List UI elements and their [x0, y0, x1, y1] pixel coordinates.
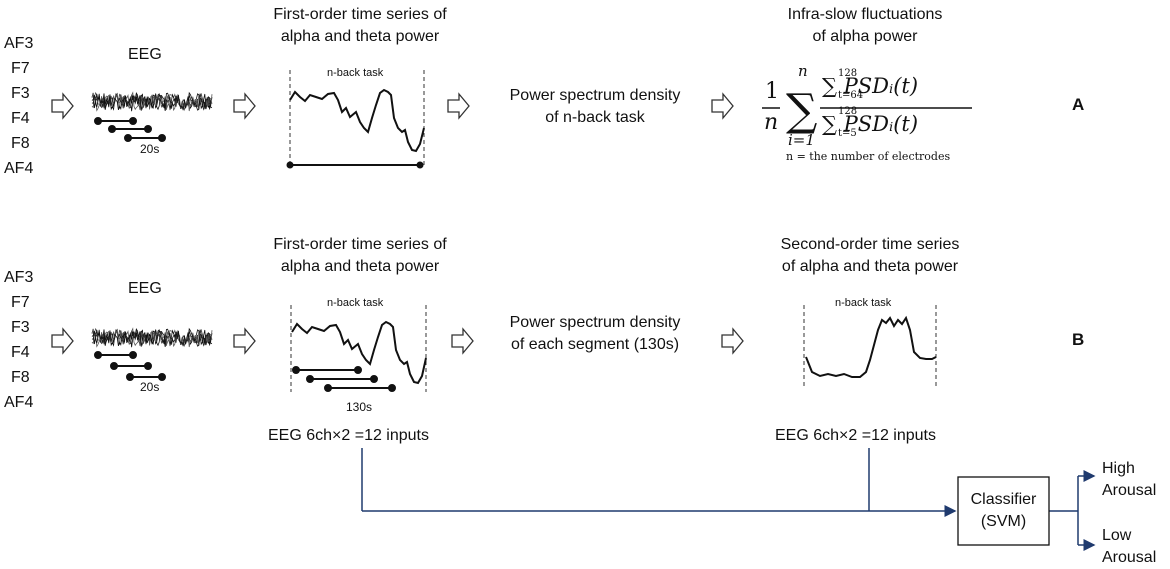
channel-label: F3: [11, 319, 30, 336]
channel-list-b: AF3 F7 F3 F4 F8 AF4: [4, 265, 33, 415]
window-duration-label: 20s: [140, 142, 160, 156]
eeg-trace-line: [91, 327, 213, 348]
panel-label-a: A: [1072, 95, 1085, 114]
formula-one: 1: [765, 79, 779, 104]
nback-label: n-back task: [327, 67, 384, 79]
formula-note: n = the number of electrodes: [786, 150, 951, 163]
flow-arrow-icon: [451, 327, 474, 355]
eeg-signal-trace: [91, 91, 213, 112]
formula-sum-lower: i=1: [788, 131, 815, 149]
channel-label: F8: [11, 135, 30, 152]
formula-numerator: ∑ PSDᵢ(t): [822, 74, 919, 98]
formula-den-upper: 128: [838, 106, 858, 117]
summation-sigma-icon: ∑: [786, 85, 817, 136]
formula-sum-upper: n: [798, 62, 808, 80]
formula-den-lower: t=5: [838, 128, 857, 139]
flow-arrow-icon: [51, 327, 74, 355]
channel-label: F8: [11, 369, 30, 386]
channel-label: F7: [11, 294, 30, 311]
nback-label: n-back task: [327, 297, 384, 309]
classifier-box: [957, 476, 1050, 546]
flow-arrow-icon: [233, 92, 256, 120]
psd-title: Power spectrum density of n-back task: [509, 87, 681, 126]
output-high-arousal: High Arousal: [1102, 460, 1157, 499]
sliding-window-markers: [94, 117, 166, 142]
channel-label: AF3: [4, 269, 34, 286]
classifier-connectors: [361, 448, 1096, 551]
flow-arrow-icon: [447, 92, 470, 120]
sliding-window-markers: [94, 351, 166, 381]
first-order-series-plot: [286, 70, 425, 169]
eeg-title: EEG: [128, 46, 162, 63]
flow-arrow-icon: [721, 327, 744, 355]
inputs-label: EEG 6ch×2 =12 inputs: [775, 427, 936, 444]
channel-label: F7: [11, 60, 30, 77]
first-order-series-plot: [290, 305, 427, 392]
flow-arrow-icon: [233, 327, 256, 355]
flow-arrow-icon: [711, 92, 734, 120]
second-order-title: Second-order time series of alpha and th…: [780, 236, 960, 275]
formula-num-lower: t=64: [838, 90, 864, 101]
eeg-title: EEG: [128, 280, 162, 297]
flow-arrow-icon: [51, 92, 74, 120]
formula-n: n: [764, 110, 779, 135]
inputs-label: EEG 6ch×2 =12 inputs: [268, 427, 429, 444]
window-duration-label: 20s: [140, 380, 160, 394]
channel-label: AF4: [4, 160, 34, 177]
first-order-title: First-order time series of alpha and the…: [273, 236, 447, 275]
segment-duration-label: 130s: [346, 400, 373, 414]
second-order-series-plot: [803, 305, 937, 388]
formula-num-upper: 128: [838, 68, 858, 79]
channel-label: AF3: [4, 35, 34, 52]
channel-label: F4: [11, 110, 30, 127]
isf-title: Infra-slow fluctuations of alpha power: [787, 6, 943, 45]
eeg-signal-trace: [91, 327, 213, 348]
nback-label: n-back task: [835, 297, 892, 309]
channel-label: F4: [11, 344, 30, 361]
channel-list-a: AF3 F7 F3 F4 F8 AF4: [4, 31, 33, 181]
classifier-label: Classifier (SVM): [970, 491, 1037, 530]
eeg-trace-line: [91, 327, 213, 347]
channel-label: AF4: [4, 394, 34, 411]
panel-label-b: B: [1072, 330, 1085, 349]
output-low-arousal: Low Arousal: [1102, 527, 1157, 566]
eeg-trace-line: [91, 91, 213, 112]
first-order-title: First-order time series of alpha and the…: [273, 6, 447, 45]
eeg-trace-line: [91, 91, 213, 111]
channel-label: F3: [11, 85, 30, 102]
formula-denominator: ∑ PSDᵢ(t): [822, 112, 919, 136]
psd-title: Power spectrum density of each segment (…: [509, 314, 681, 353]
